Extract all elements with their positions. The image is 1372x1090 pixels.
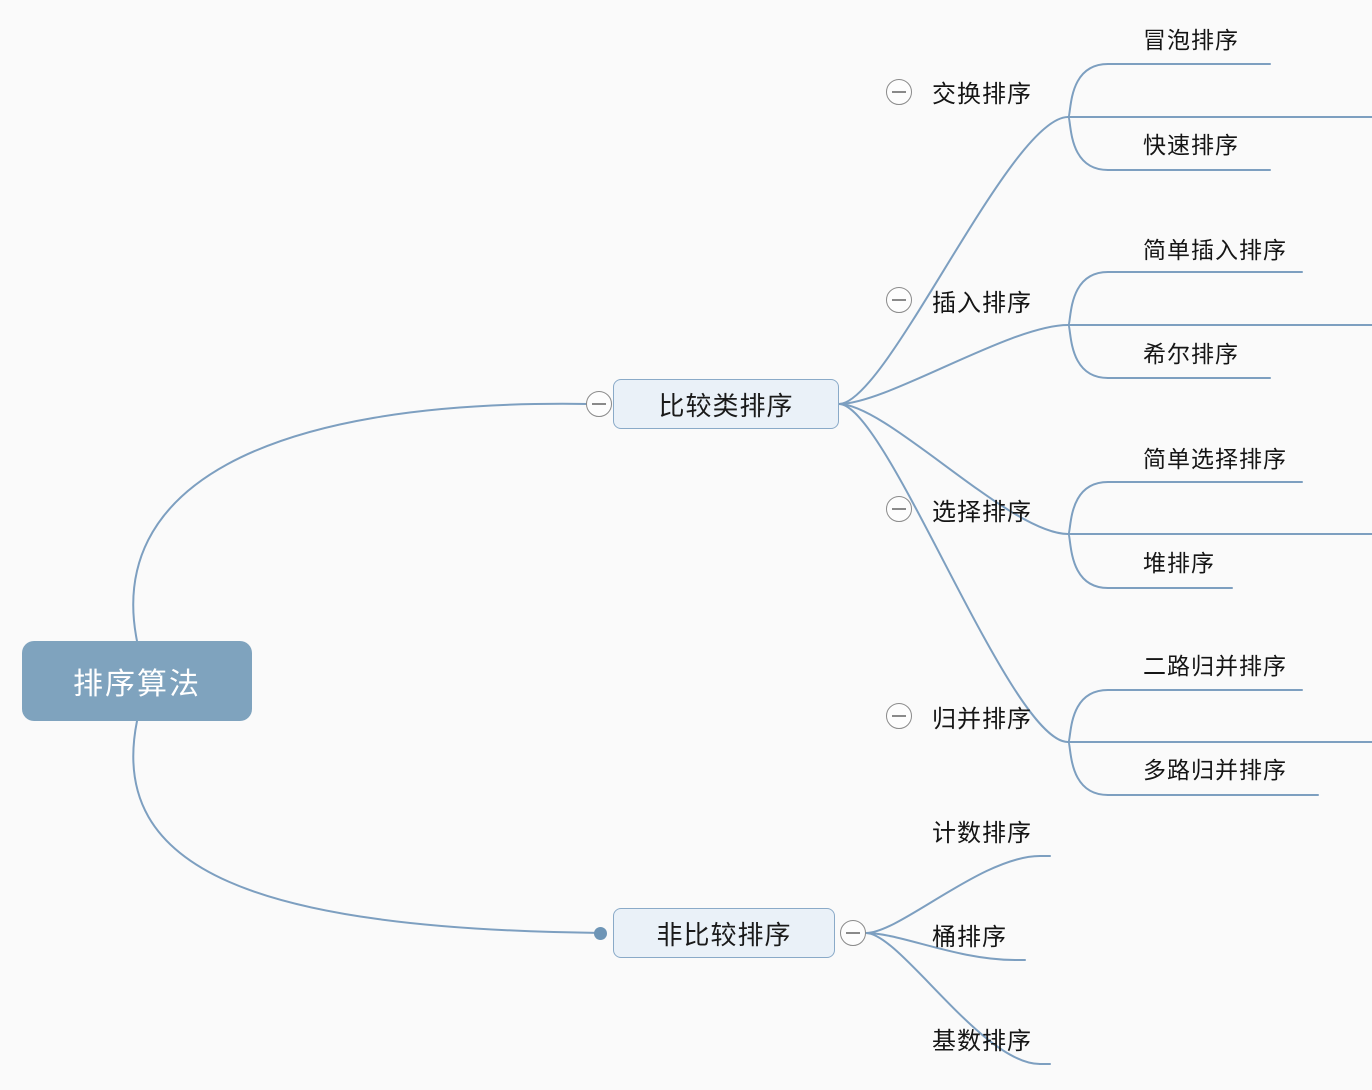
connector-line	[838, 403, 1069, 743]
collapse-toggle-non-comparison[interactable]	[840, 920, 866, 946]
topic-node-交换排序-label: 交换排序	[932, 82, 1032, 108]
collapse-toggle-选择排序[interactable]	[886, 496, 912, 522]
topic-node-选择排序[interactable]: 选择排序	[932, 492, 1032, 527]
connector-line	[132, 720, 603, 934]
leaf-node-希尔排序-label: 希尔排序	[1143, 342, 1239, 367]
topic-node-桶排序[interactable]: 桶排序	[932, 917, 1007, 952]
collapse-toggle-归并排序[interactable]	[886, 703, 912, 729]
branch-node-comparison[interactable]: 比较类排序	[613, 379, 839, 429]
connector-line	[1067, 271, 1109, 326]
collapse-toggle-交换排序[interactable]	[886, 79, 912, 105]
connector-line	[1067, 116, 1109, 171]
topic-node-基数排序[interactable]: 基数排序	[932, 1021, 1032, 1056]
leaf-node-多路归并排序-label: 多路归并排序	[1143, 758, 1287, 783]
topic-node-插入排序-label: 插入排序	[932, 291, 1032, 317]
root-node-label: 排序算法	[73, 668, 201, 701]
connector-line	[1067, 324, 1109, 379]
leaf-node-多路归并排序[interactable]: 多路归并排序	[1143, 751, 1287, 785]
topic-node-归并排序[interactable]: 归并排序	[932, 699, 1032, 734]
leaf-node-冒泡排序-label: 冒泡排序	[1143, 28, 1239, 53]
topic-node-基数排序-label: 基数排序	[932, 1029, 1032, 1055]
leaf-node-简单插入排序-label: 简单插入排序	[1143, 238, 1287, 263]
connector-line	[1067, 741, 1109, 796]
connector-line	[838, 116, 1069, 405]
leaf-node-二路归并排序[interactable]: 二路归并排序	[1143, 647, 1287, 681]
leaf-node-二路归并排序-label: 二路归并排序	[1143, 654, 1287, 679]
leaf-node-简单选择排序-label: 简单选择排序	[1143, 447, 1287, 472]
connector-line	[132, 402, 589, 642]
connector-line	[1067, 533, 1109, 589]
branch-node-label: 比较类排序	[658, 391, 794, 421]
leaf-node-简单选择排序[interactable]: 简单选择排序	[1143, 440, 1287, 474]
connector-line	[1067, 481, 1109, 535]
leaf-node-快速排序[interactable]: 快速排序	[1143, 126, 1239, 160]
branch-node-non-comparison[interactable]: 非比较排序	[613, 908, 835, 958]
leaf-node-堆排序[interactable]: 堆排序	[1143, 544, 1215, 578]
branch-endpoint-dot	[594, 927, 607, 940]
leaf-node-简单插入排序[interactable]: 简单插入排序	[1143, 231, 1287, 265]
topic-node-选择排序-label: 选择排序	[932, 500, 1032, 526]
branch-node-label: 非比较排序	[656, 920, 792, 950]
root-node-sorting-algorithms[interactable]: 排序算法	[22, 641, 252, 721]
topic-node-交换排序[interactable]: 交换排序	[932, 74, 1032, 109]
topic-node-插入排序[interactable]: 插入排序	[932, 283, 1032, 318]
topic-node-计数排序-label: 计数排序	[932, 821, 1032, 847]
topic-node-归并排序-label: 归并排序	[932, 707, 1032, 733]
topic-node-计数排序[interactable]: 计数排序	[932, 813, 1032, 848]
leaf-node-快速排序-label: 快速排序	[1143, 133, 1239, 158]
topic-node-桶排序-label: 桶排序	[932, 925, 1007, 951]
connector-line	[1067, 63, 1109, 118]
collapse-toggle-插入排序[interactable]	[886, 287, 912, 313]
connector-line	[838, 324, 1069, 405]
collapse-toggle-comparison[interactable]	[586, 391, 612, 417]
leaf-node-堆排序-label: 堆排序	[1143, 551, 1215, 576]
connector-line	[1067, 689, 1109, 743]
leaf-node-希尔排序[interactable]: 希尔排序	[1143, 335, 1239, 369]
leaf-node-冒泡排序[interactable]: 冒泡排序	[1143, 21, 1239, 55]
